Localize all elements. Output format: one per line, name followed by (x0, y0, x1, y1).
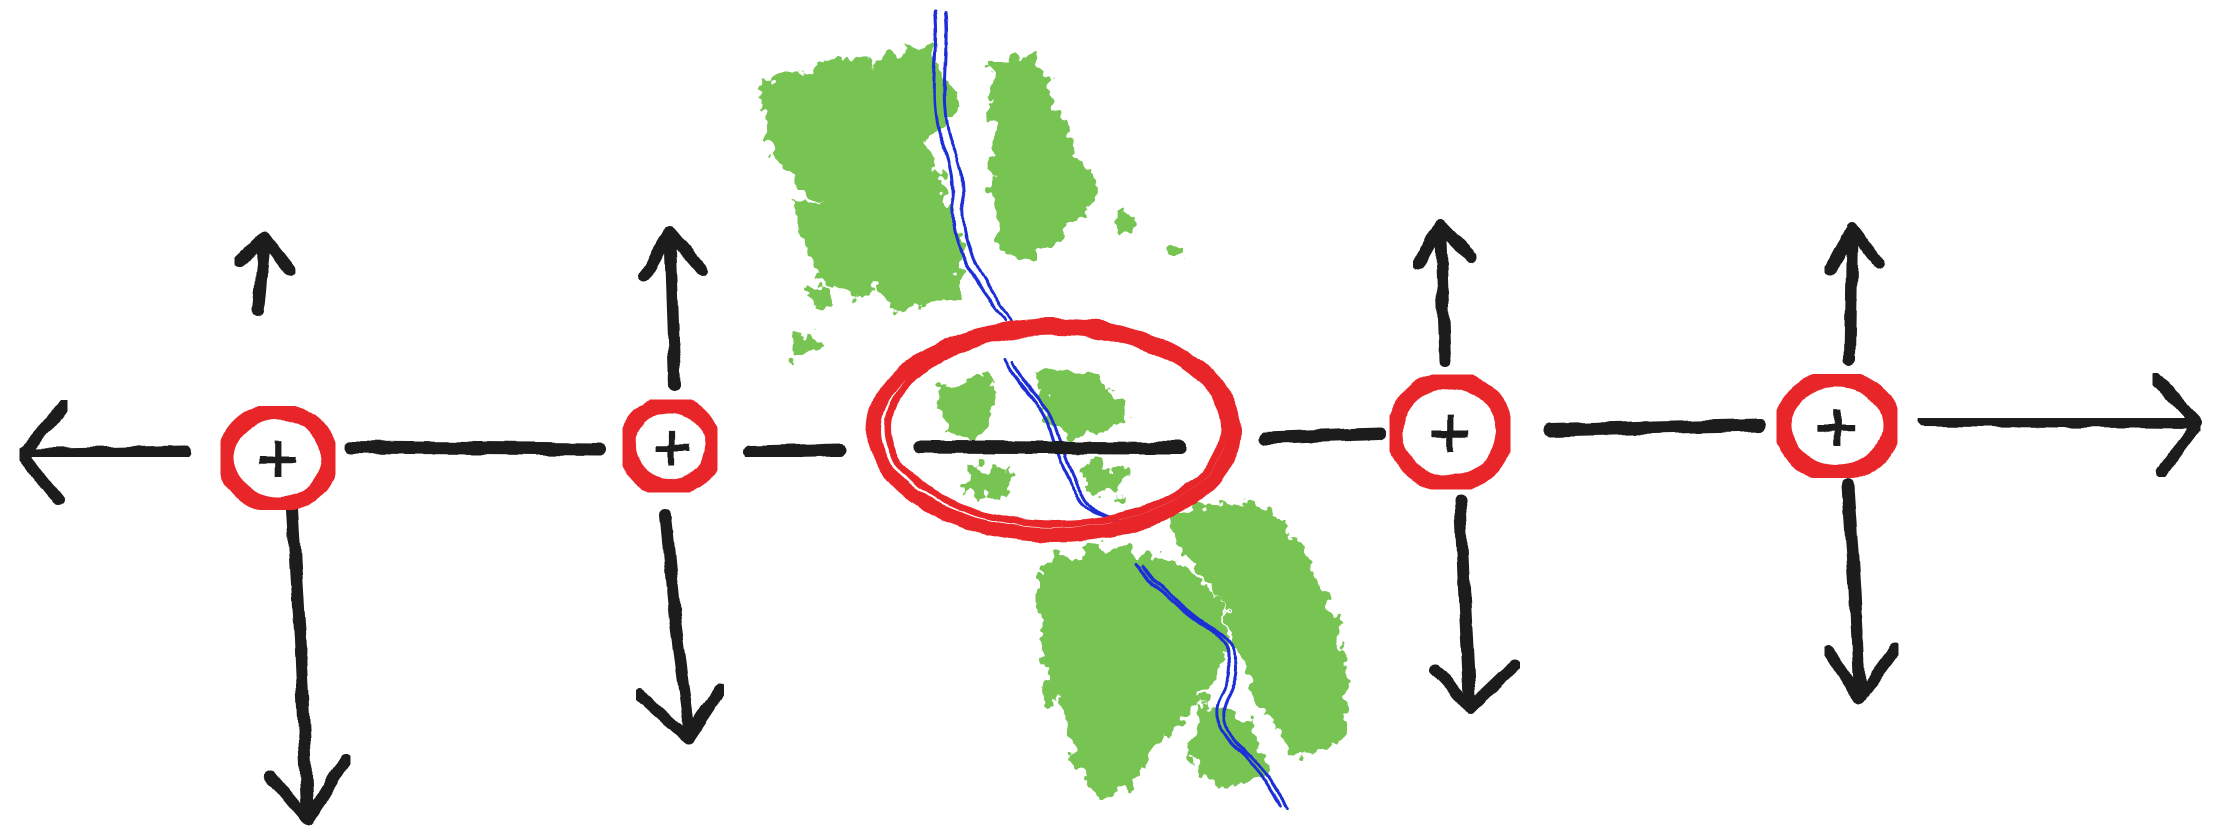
arrow-right-icon (2149, 372, 2204, 478)
node-4: + (1386, 371, 1514, 493)
arrow-down-icon (264, 504, 351, 826)
node-2: + (618, 395, 722, 497)
arrow-down-icon (634, 509, 726, 744)
axis-segment (1258, 427, 1387, 445)
arrow-up-icon (639, 226, 708, 391)
arrow-left-icon (16, 399, 71, 506)
arrow-up-icon (234, 232, 296, 316)
node-3: − (867, 318, 1241, 542)
axis-segment (1543, 418, 1767, 437)
axis-segment (1918, 413, 2202, 429)
node-5: + (1773, 370, 1901, 482)
node-symbol-line (913, 440, 1187, 455)
arrow-down-icon (1429, 494, 1521, 714)
vegetation-icon (760, 45, 1350, 800)
node-ring (1386, 371, 1514, 493)
node-ring-inner (884, 328, 1228, 528)
node-ring (618, 395, 722, 497)
vertical-arrow-node-4 (1412, 219, 1521, 714)
axis-segment (343, 440, 607, 456)
node-ring (217, 402, 339, 514)
arrow-up-icon (1412, 219, 1478, 366)
node-symbol: + (254, 424, 303, 492)
axis-segment (743, 443, 847, 459)
node-ring (867, 318, 1241, 542)
vertical-arrow-node-1 (234, 232, 351, 826)
node-symbol: + (1426, 398, 1475, 466)
vertical-arrow-node-2 (634, 226, 726, 744)
vertical-arrow-node-5 (1822, 222, 1901, 704)
axis-segment (23, 445, 192, 462)
node-ring (1773, 370, 1901, 482)
node-symbol: + (649, 415, 694, 478)
node-1: + (217, 402, 339, 514)
arrow-up-icon (1824, 222, 1884, 366)
river-icon (932, 8, 1289, 809)
node-symbol: + (1813, 392, 1862, 460)
arrow-down-icon (1822, 479, 1901, 704)
